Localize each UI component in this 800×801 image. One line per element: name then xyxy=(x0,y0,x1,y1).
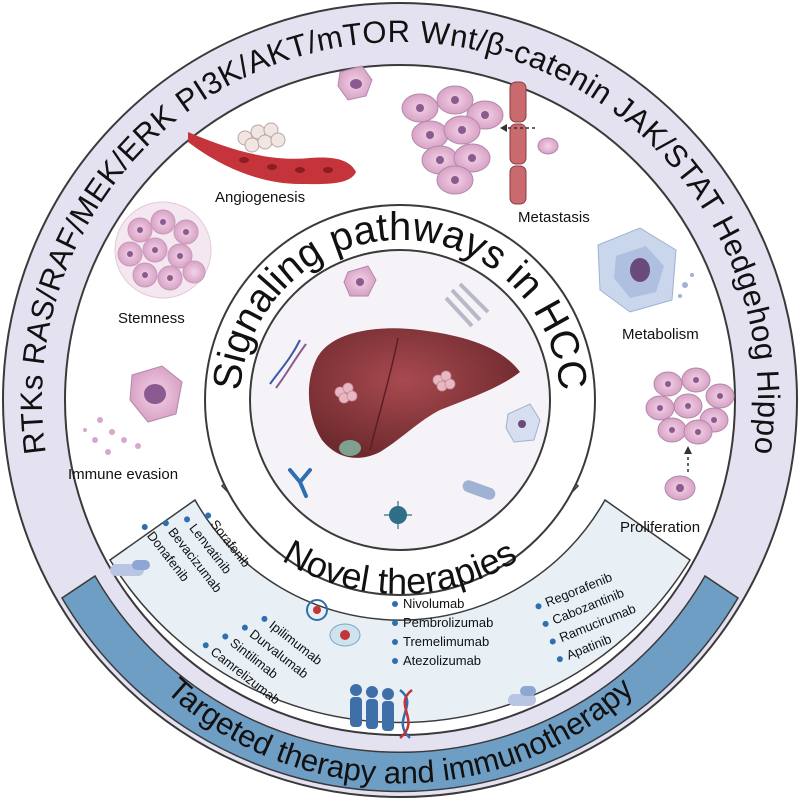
bullet-icon xyxy=(222,633,229,640)
drug-item: Atezolizumab xyxy=(392,653,481,668)
drug-fan xyxy=(108,498,692,724)
label-immune-evasion: Immune evasion xyxy=(68,466,178,483)
bullet-icon xyxy=(162,520,169,527)
drug-name: Atezolizumab xyxy=(403,653,481,668)
dna-helix-icon xyxy=(399,689,413,739)
bullet-icon xyxy=(535,603,542,610)
antibody-icon xyxy=(288,468,312,498)
drug-name: Pembrolizumab xyxy=(403,615,493,630)
angiogenesis-vessel-icon xyxy=(188,122,356,185)
metastasis-illustration xyxy=(401,81,559,205)
dna-icon xyxy=(269,339,307,389)
drug-item: Nivolumab xyxy=(392,596,464,611)
proliferation-illustration xyxy=(645,367,735,501)
drug-item: Tremelimumab xyxy=(392,634,489,649)
capsule-icon xyxy=(462,480,496,500)
bullet-icon xyxy=(205,512,212,519)
cell-icon xyxy=(343,265,377,297)
bullet-icon xyxy=(556,656,563,663)
label-metabolism: Metabolism xyxy=(622,326,699,343)
bullet-icon xyxy=(392,620,398,626)
bullet-icon xyxy=(202,642,209,649)
cell-icon xyxy=(505,403,541,443)
bullet-icon xyxy=(184,516,191,523)
drug-name: Nivolumab xyxy=(403,596,464,611)
bullet-icon xyxy=(542,620,549,627)
bullet-icon xyxy=(392,601,398,607)
targeted-therapy-band xyxy=(60,574,740,793)
bullet-icon xyxy=(549,638,556,645)
cell-icon xyxy=(337,65,373,101)
people-icon xyxy=(350,684,394,731)
label-angiogenesis: Angiogenesis xyxy=(215,189,305,206)
bullet-icon xyxy=(261,615,268,622)
bullet-icon xyxy=(392,658,398,664)
bullet-icon xyxy=(141,523,148,530)
capsule-icon xyxy=(110,560,150,576)
drug-name: Tremelimumab xyxy=(403,634,489,649)
bullet-icon xyxy=(392,639,398,645)
label-proliferation: Proliferation xyxy=(620,519,700,536)
target-icon xyxy=(384,501,412,529)
immune-evasion-cell-icon xyxy=(83,365,183,455)
bullet-icon xyxy=(241,624,248,631)
drug-group: NivolumabPembrolizumabTremelimumabAtezol… xyxy=(392,596,493,668)
stemness-sphere-icon xyxy=(114,201,212,299)
immune-target-icon xyxy=(306,599,361,647)
drug-item: Pembrolizumab xyxy=(392,615,493,630)
label-metastasis: Metastasis xyxy=(518,209,590,226)
fibers-icon xyxy=(444,282,490,328)
metabolism-cell-icon xyxy=(597,227,694,313)
label-stemness: Stemness xyxy=(118,310,185,327)
capsule-icon xyxy=(508,686,536,706)
liver-icon xyxy=(308,328,520,458)
